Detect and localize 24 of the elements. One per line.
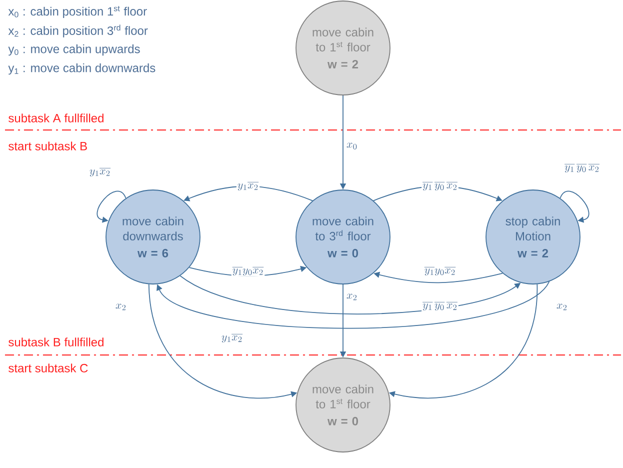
edge-label: $x_2$ bbox=[346, 292, 358, 302]
edge-label: $x_0$ bbox=[346, 142, 358, 150]
legend-text: y$_{1}$ : move cabin downwards bbox=[8, 63, 156, 75]
edge-label: $\overline{y_1}\,\overline{y_0}\,\overline{x_2}$ bbox=[422, 180, 458, 192]
edge-label: $y_1\overline{x_2}$ bbox=[220, 332, 244, 344]
edge-label: $x_2$ bbox=[114, 302, 128, 312]
edge-label: $\overline{y_1}y_0\overline{x_2}$ bbox=[231, 266, 265, 276]
arrow bbox=[560, 190, 590, 223]
edge-label: $x_2$ bbox=[556, 302, 569, 312]
edge-label: $y_1\overline{x_2}$ bbox=[236, 180, 260, 192]
section-label: start subtask C bbox=[8, 364, 88, 372]
edge-label: $\overline{y_1}\,\overline{y_0}\,\overline{x_2}$ bbox=[422, 300, 458, 312]
edge-label: $y_1\overline{x_2}$ bbox=[88, 166, 112, 178]
edge-label: $\overline{y_1}y_0\overline{x_2}$ bbox=[423, 266, 457, 276]
arrow bbox=[96, 190, 126, 223]
section-label: subtask A fullfilled bbox=[8, 114, 104, 122]
arrow bbox=[156, 281, 550, 329]
arrow bbox=[184, 186, 313, 202]
edge-label: $\overline{y_1}\,\overline{y_0}\,\overline{x_2}$ bbox=[564, 162, 600, 174]
legend-text: y$_{0}$ : move cabin upwards bbox=[8, 44, 140, 56]
legend-text: x$_{2}$ : cabin position 3$^{rd}$ floor bbox=[8, 24, 148, 38]
section-label: start subtask B bbox=[8, 142, 87, 150]
legend-text: x$_{0}$ : cabin position 1$^{st}$ floor bbox=[8, 6, 147, 18]
section-label: subtask B fullfilled bbox=[8, 338, 104, 346]
